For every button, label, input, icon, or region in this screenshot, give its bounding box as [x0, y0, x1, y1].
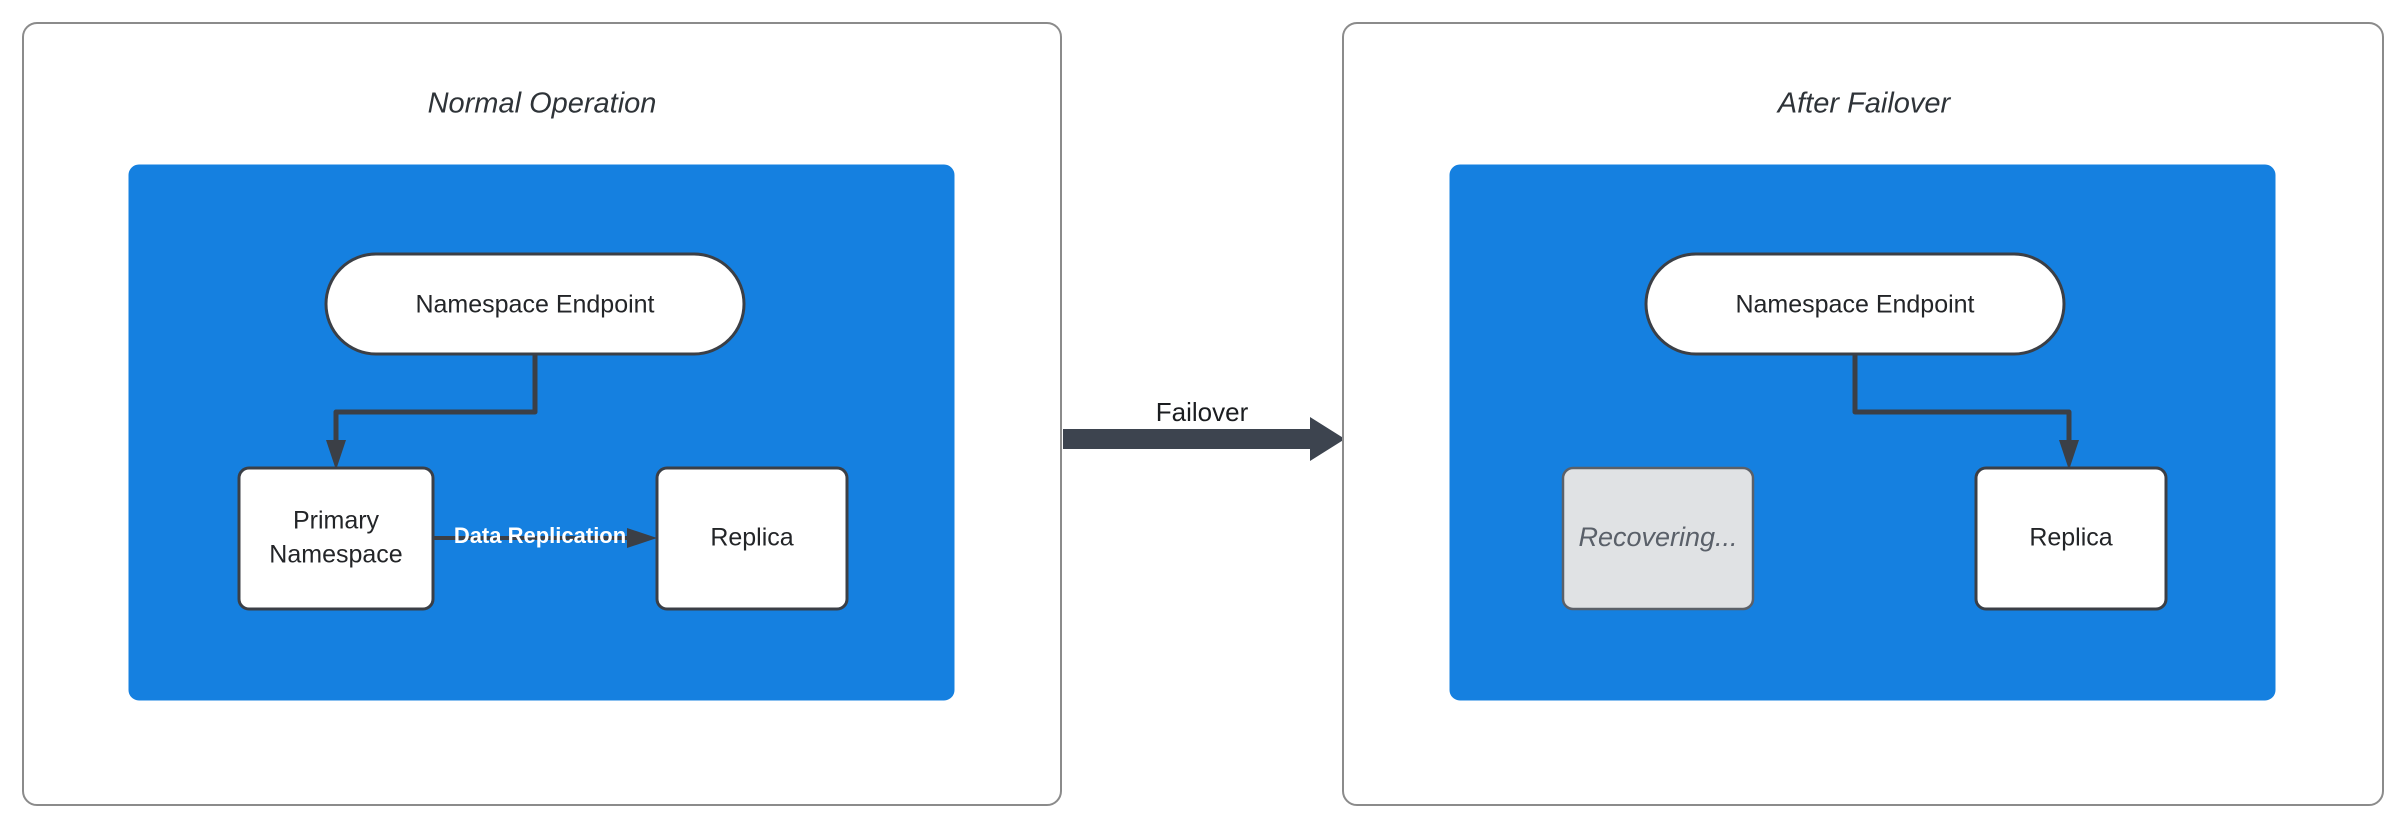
cluster-after-failover — [1449, 164, 2276, 701]
edge-endpoint-to-replica — [1852, 354, 2072, 444]
node-namespace-endpoint-right-label: Namespace Endpoint — [1735, 291, 1974, 319]
edge-label-data-replication: Data Replication — [454, 523, 626, 548]
node-recovering-label: Recovering... — [1578, 522, 1737, 552]
node-replica-right-label: Replica — [2029, 524, 2112, 552]
cluster-normal-operation — [128, 164, 955, 701]
edge-endpoint-to-primary-arrowhead — [326, 440, 346, 470]
transition-arrow-failover — [1063, 417, 1345, 461]
node-primary-namespace[interactable] — [237, 466, 435, 611]
node-recovering[interactable] — [1561, 466, 1755, 611]
node-replica-right[interactable] — [1974, 466, 2168, 611]
edge-endpoint-to-primary — [333, 354, 538, 444]
edge-primary-to-replica-arrowhead — [627, 528, 657, 548]
node-primary-namespace-label-line2: Namespace — [269, 541, 402, 569]
node-replica-left[interactable] — [655, 466, 849, 611]
node-namespace-endpoint-left-label: Namespace Endpoint — [415, 291, 654, 319]
node-replica-left-label: Replica — [710, 524, 793, 552]
node-primary-namespace-label-line1: Primary — [293, 507, 380, 535]
edge-endpoint-to-replica-arrowhead — [2059, 440, 2079, 470]
transition-label-failover: Failover — [1156, 397, 1249, 427]
panel-after-failover-title: After Failover — [1776, 88, 1952, 120]
panel-normal-operation-title: Normal Operation — [428, 88, 657, 120]
